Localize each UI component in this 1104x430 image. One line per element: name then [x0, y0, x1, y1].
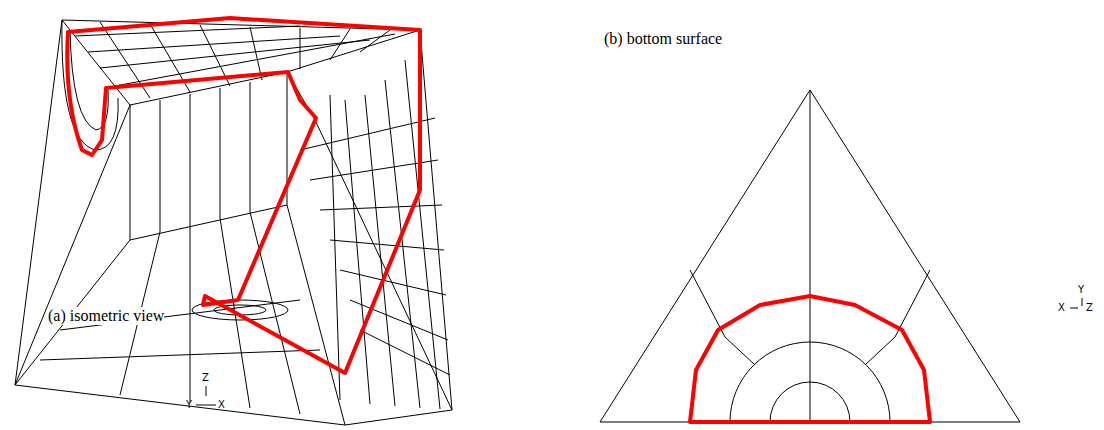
axis-label: Z [202, 372, 209, 384]
axis-label: Z [1086, 302, 1093, 314]
wall-mesh [130, 72, 287, 240]
axis-label: Y [1078, 284, 1084, 296]
axis-label: Y [186, 399, 192, 411]
radial-lines [690, 270, 930, 365]
axis-triad [196, 386, 216, 405]
right-face-mesh [300, 60, 450, 409]
axis-label: X [1058, 302, 1065, 314]
inner-arcs [730, 342, 890, 422]
figure-caption: (b) bottom surface [604, 30, 726, 48]
outer-outline [15, 20, 452, 425]
figure-caption: (a) isometric view [48, 307, 164, 325]
bottom-axis-triad [1070, 298, 1082, 308]
axis-label: X [218, 399, 225, 411]
red-outline-b [690, 296, 930, 422]
bottom-face-mesh [15, 205, 345, 425]
center-line [810, 90, 811, 422]
triangle-outline [600, 90, 1020, 422]
